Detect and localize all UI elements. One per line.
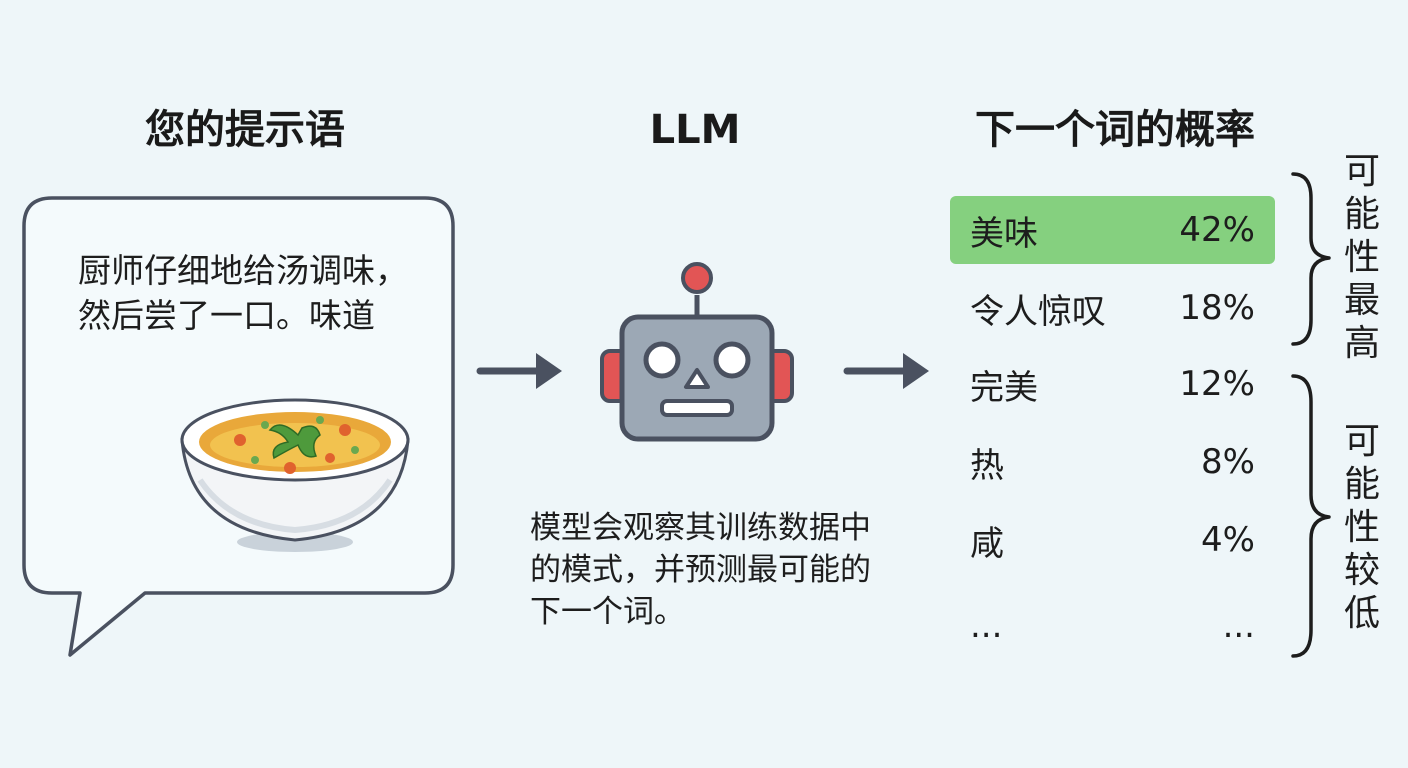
arrow-right-icon bbox=[843, 353, 929, 389]
prediction-probability: 8% bbox=[1201, 442, 1255, 482]
prediction-word: ... bbox=[970, 606, 1003, 646]
group-label-char: 较 bbox=[1343, 550, 1380, 591]
less-likely-brace bbox=[1291, 374, 1331, 658]
arrow-right-icon bbox=[476, 353, 562, 389]
prediction-probability: 4% bbox=[1201, 520, 1255, 560]
group-label-char: 能 bbox=[1343, 464, 1380, 505]
most-likely-brace bbox=[1291, 172, 1331, 346]
soup-bowl-icon bbox=[180, 398, 410, 552]
prediction-row: ... ... bbox=[950, 592, 1275, 660]
prediction-probability: 12% bbox=[1179, 364, 1255, 404]
probability-column-title: 下一个词的概率 bbox=[975, 107, 1255, 153]
prediction-word: 完美 bbox=[970, 367, 1038, 408]
most-likely-label: 可能性最高 bbox=[1340, 150, 1384, 365]
prediction-word: 热 bbox=[970, 445, 1004, 486]
group-label-char: 能 bbox=[1343, 194, 1380, 235]
prompt-column-title: 您的提示语 bbox=[145, 107, 345, 153]
prediction-row: 热 8% bbox=[950, 428, 1275, 496]
prediction-row: 令人惊叹 18% bbox=[950, 274, 1275, 342]
llm-column-title: LLM bbox=[649, 107, 741, 153]
group-label-char: 低 bbox=[1343, 593, 1380, 634]
prediction-word: 咸 bbox=[970, 523, 1004, 564]
group-label-char: 可 bbox=[1343, 151, 1380, 192]
prompt-text: 厨师仔细地给汤调味，然后尝了一口。味道 bbox=[78, 251, 408, 335]
group-label-char: 高 bbox=[1343, 323, 1380, 364]
prediction-row: 完美 12% bbox=[950, 350, 1275, 418]
prediction-probability: ... bbox=[1222, 606, 1255, 646]
prediction-word: 令人惊叹 bbox=[970, 291, 1106, 332]
less-likely-label: 可能性较低 bbox=[1340, 420, 1384, 635]
group-label-char: 性 bbox=[1343, 237, 1380, 278]
prediction-probability: 42% bbox=[1179, 210, 1255, 250]
group-label-char: 最 bbox=[1343, 280, 1380, 321]
prediction-row: 美味 42% bbox=[950, 196, 1275, 264]
llm-description: 模型会观察其训练数据中的模式，并预测最可能的下一个词。 bbox=[530, 510, 871, 630]
group-label-char: 性 bbox=[1343, 507, 1380, 548]
group-label-char: 可 bbox=[1343, 421, 1380, 462]
prediction-word: 美味 bbox=[970, 213, 1038, 254]
prediction-row: 咸 4% bbox=[950, 506, 1275, 574]
robot-icon bbox=[600, 262, 794, 442]
prediction-probability: 18% bbox=[1179, 288, 1255, 328]
